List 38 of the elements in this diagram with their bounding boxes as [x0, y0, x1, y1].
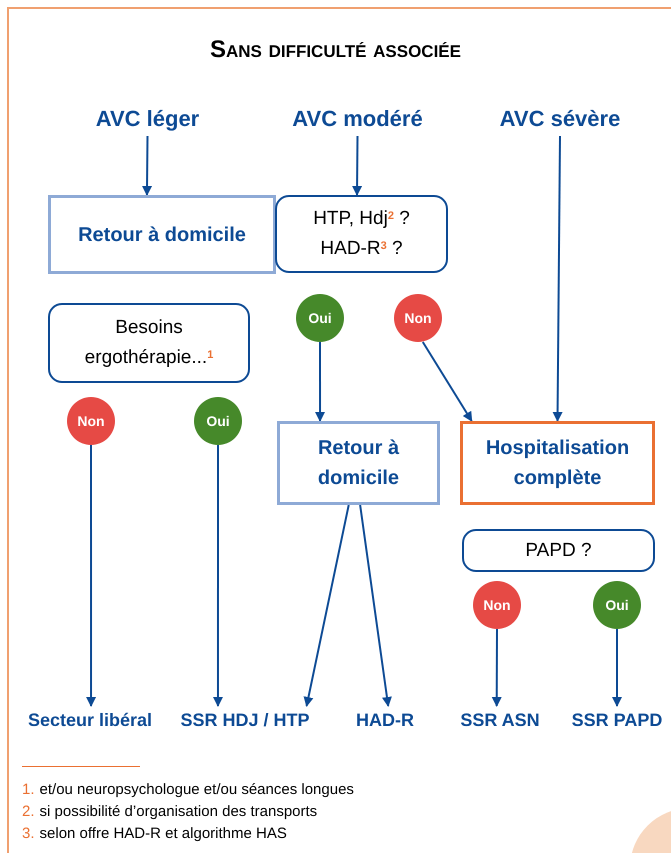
yes-badge: Oui [194, 397, 242, 445]
footnote-number: 2. [22, 802, 35, 822]
no-badge: Non [394, 294, 442, 342]
no-badge: Non [473, 581, 521, 629]
question-box: Besoins ergothérapie...$^{1}$ [48, 303, 250, 383]
arrow [359, 504, 392, 707]
arrow [422, 341, 473, 422]
footnote-text: et/ou neuropsychologue et/ou séances longues [40, 780, 354, 800]
yes-badge: Oui [593, 581, 641, 629]
yes-badge: Oui [296, 294, 344, 342]
destination-label: HAD-R [345, 706, 425, 734]
outcome-box: Retour à domicile [277, 421, 440, 505]
footnote-number: 1. [22, 780, 35, 800]
category-heading: AVC sévère [475, 100, 645, 136]
arrow [612, 629, 622, 707]
question-box: PAPD ? [462, 529, 655, 572]
category-heading: AVC léger [60, 100, 235, 136]
destination-label: SSR HDJ / HTP [175, 706, 315, 734]
arrow [352, 136, 362, 196]
category-heading: AVC modéré [265, 100, 450, 136]
arrow [142, 136, 152, 196]
arrow [315, 342, 326, 422]
footnote-text: si possibilité d’organisation des transports [40, 802, 318, 822]
footnote-number: 3. [22, 824, 35, 844]
no-badge: Non [67, 397, 115, 445]
title: Sans difficulté associée [209, 35, 462, 65]
arrow [304, 504, 350, 707]
outcome-box: Retour à domicile [48, 195, 276, 274]
question-box: HTP, Hdj$^{2}$ ? HAD-R$^{3}$ ? [275, 195, 448, 273]
destination-label: SSR ASN [445, 706, 555, 734]
destination-label: SSR PAPD [563, 706, 671, 734]
arrow [212, 445, 223, 707]
destination-label: Secteur libéral [15, 706, 165, 734]
outcome-box: Hospitalisation complète [460, 421, 655, 505]
arrow [552, 136, 563, 422]
arrow [86, 445, 96, 707]
footnote-text: selon offre HAD-R et algorithme HAS [40, 824, 287, 844]
arrow [492, 629, 502, 707]
